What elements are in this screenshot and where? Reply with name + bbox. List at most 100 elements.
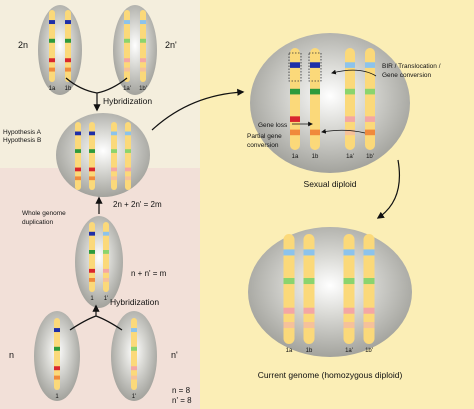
arrow-partial	[321, 128, 366, 134]
chromosome-band	[365, 116, 375, 122]
chromosome-band	[125, 131, 131, 136]
chromosome-band	[345, 62, 355, 68]
chromosome-band	[363, 249, 375, 256]
chromosome-label: 1a	[292, 154, 299, 160]
chromosome-label: 1b	[312, 154, 319, 160]
label-hypothesis-a: Hypothesis A	[3, 129, 42, 136]
chromosome-band	[310, 88, 320, 95]
chromosome-band	[290, 116, 300, 122]
chromosome-band	[65, 20, 71, 25]
chromosome-band	[54, 328, 60, 333]
chromosome-band	[65, 67, 71, 72]
label-partial-line2: conversion	[247, 142, 279, 149]
label-hybridization-top: Hybridization	[103, 96, 152, 106]
chromosome-band	[303, 307, 315, 314]
chromosome-band	[363, 278, 375, 285]
chromosome-1b-2n: 1b	[65, 10, 72, 92]
chromosome-label: 1'	[104, 296, 108, 302]
label-bir-line1: BIR / Translocation /	[382, 63, 441, 70]
chromosome-n-1p: 1'	[131, 318, 137, 400]
chromosome-1b-sexual: 1b	[310, 48, 320, 160]
chromosome-band	[124, 58, 130, 63]
label-hybridization-bottom: Hybridization	[110, 297, 159, 307]
chromosome-band	[303, 249, 315, 256]
arrow-merge-top	[65, 77, 128, 110]
chromosome-band	[111, 176, 117, 181]
bir-box-1a	[288, 52, 302, 82]
chromosome-band	[303, 278, 315, 285]
chromosome-band	[111, 167, 117, 172]
label-current-genome: Current genome (homozygous diploid)	[258, 370, 403, 380]
chromosome-label: 1b	[65, 86, 72, 92]
chromosome-band	[124, 38, 130, 43]
chromosome-body	[140, 10, 146, 82]
chromosome-band	[49, 67, 55, 72]
label-wgd-line1: Whole genome	[22, 210, 66, 217]
chromosome-band	[103, 278, 109, 282]
chromosome-label: 1	[90, 296, 94, 302]
chromosome-band	[89, 278, 95, 282]
chromosome-band	[89, 176, 95, 181]
chromosome-band	[310, 129, 320, 136]
chromosome-band	[283, 278, 295, 285]
chromosome-body	[54, 318, 60, 390]
label-hypothesis-b: Hypothesis B	[3, 137, 41, 144]
bir-box-1b	[308, 52, 322, 82]
chromosome-band	[125, 149, 131, 153]
chromosome-m-1p: 1'	[103, 222, 109, 302]
chromosome-band	[89, 231, 95, 236]
chromosome-body	[303, 234, 315, 344]
chromosome-band	[363, 307, 375, 314]
label-n: n	[9, 350, 14, 360]
chromosome-body	[345, 48, 355, 150]
chromosome-band	[89, 167, 95, 172]
chromosome-band	[103, 250, 109, 254]
chromosome-body	[49, 10, 55, 82]
bir-highlight-boxes	[288, 52, 322, 82]
chromosome-body	[365, 48, 375, 150]
chromosome-body	[75, 122, 81, 190]
label-wgd-line2: duplication	[22, 219, 53, 226]
chromosome-band	[131, 366, 137, 371]
chromosome-band	[283, 322, 295, 329]
chromosome-band	[365, 62, 375, 68]
chromosome-label: 1a'	[345, 348, 353, 354]
cell-current-genome	[248, 227, 412, 357]
chromosome-band	[54, 375, 60, 380]
chromosome-label: 1b'	[365, 348, 373, 354]
chromosome-band	[345, 88, 355, 95]
chromosome-band	[49, 58, 55, 63]
label-2n-prime: 2n'	[165, 40, 177, 50]
chromosome-label: 1a	[286, 348, 293, 354]
chromosome-band	[345, 129, 355, 136]
arrows	[65, 69, 401, 331]
chromosome-band	[131, 328, 137, 333]
cell-2n-prime	[113, 5, 157, 95]
chromosome-label: 1a'	[346, 154, 354, 160]
chromosome-band	[103, 231, 109, 236]
chromosome-band	[89, 250, 95, 254]
chromosome-body	[103, 222, 109, 292]
label-sexual-diploid: Sexual diploid	[304, 179, 357, 189]
chromosome-band	[140, 67, 146, 72]
label-bir-line2: Gene conversion	[382, 72, 432, 79]
chromosome-body	[343, 234, 355, 344]
chromosome-body	[290, 48, 300, 150]
chromosome-label: 1a'	[123, 86, 131, 92]
chromosome-band	[290, 62, 300, 68]
chromosome-band	[140, 20, 146, 25]
chromosome-band	[283, 249, 295, 256]
chromosome-band	[365, 129, 375, 136]
chromosome-band	[89, 149, 95, 153]
chromosome-1a-2n: 1a	[49, 10, 56, 92]
chromosome-band	[303, 322, 315, 329]
chromosome-band	[75, 167, 81, 172]
chromosome-band	[49, 20, 55, 25]
chromosome-1bp-2n: 1b'	[139, 10, 147, 92]
chromosome-band	[343, 322, 355, 329]
arrow-merge-bottom	[69, 306, 123, 331]
chromosome-band	[89, 268, 95, 273]
chromosome-band	[75, 149, 81, 153]
chromosome-1a-current: 1a	[283, 234, 295, 354]
